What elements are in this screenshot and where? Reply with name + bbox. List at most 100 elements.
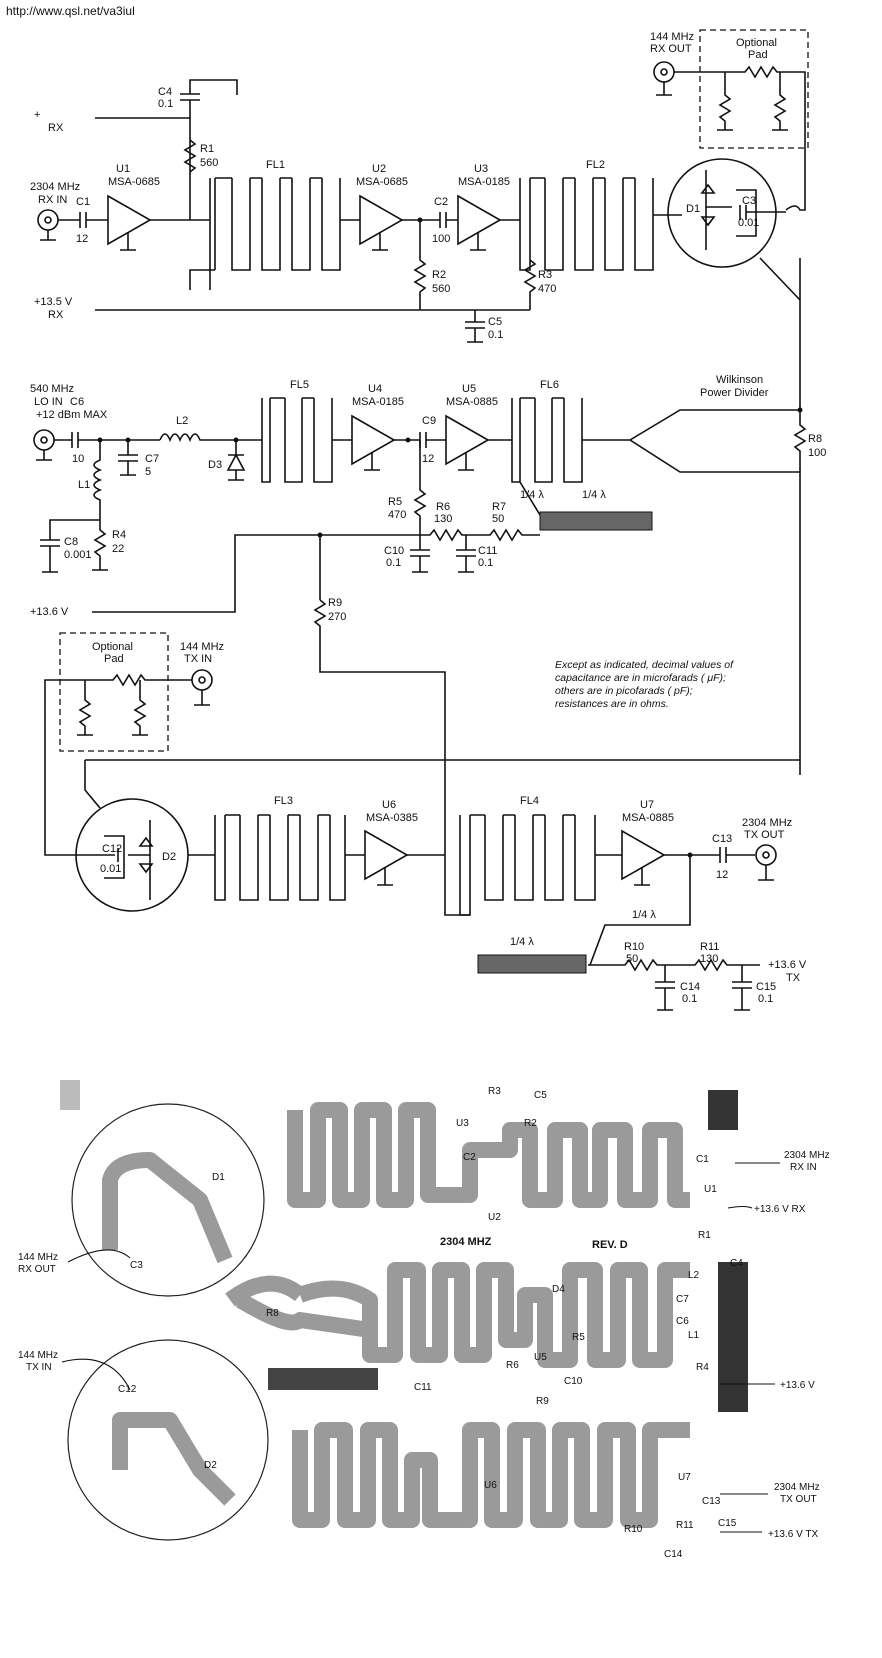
u2-amp-symbol [359, 194, 404, 246]
fl2-ref: FL2 [586, 159, 605, 171]
u1-amp-symbol [107, 194, 152, 246]
r11-ref: R11 [700, 941, 719, 953]
u6-part: MSA-0385 [366, 812, 418, 824]
svg-text:D2: D2 [204, 1460, 217, 1471]
rx-mixer-circle [667, 158, 777, 268]
lo-in-connector [33, 429, 55, 451]
svg-text:R3: R3 [488, 1086, 501, 1097]
svg-text:R9: R9 [536, 1396, 549, 1407]
svg-text:U3: U3 [456, 1118, 469, 1129]
tx-in-freq: 144 MHz [180, 641, 224, 653]
r5-ref: R5 [388, 496, 402, 508]
svg-text:C10: C10 [564, 1376, 583, 1387]
u1-bias-wire [189, 178, 210, 290]
svg-text:C6: C6 [676, 1316, 689, 1327]
r5-val: 470 [388, 509, 406, 521]
svg-text:L1: L1 [688, 1330, 700, 1341]
pcb-board-text-2: REV. D [592, 1239, 628, 1251]
rx-supply-mid-label-2: RX [48, 309, 64, 321]
rx-pad-resistors [674, 65, 788, 131]
r5-r6-r7 [413, 440, 540, 542]
c14-val: 0.1 [682, 993, 697, 1005]
c4-ref: C4 [158, 86, 172, 98]
c7-ref: C7 [145, 453, 159, 465]
tx-pad-title: Optional [92, 641, 133, 653]
c6-ref: C6 [70, 396, 84, 408]
u3-part: MSA-0185 [458, 176, 510, 188]
lo-qw-label-2: 1/4 λ [582, 489, 606, 501]
rx-supply-top-label-2: RX [48, 122, 64, 134]
r4-val: 22 [112, 543, 124, 555]
rx-out-freq: 144 MHz [650, 31, 694, 43]
c15-ref: C15 [756, 981, 776, 993]
tx-optional-pad-box [59, 632, 169, 752]
u4-ref: U4 [368, 383, 382, 395]
pcb-rx-supply-label: +13.6 V RX [754, 1204, 806, 1215]
r4-ref: R4 [112, 529, 126, 541]
rx-pad-title-2: Pad [748, 49, 768, 61]
l1-inductor [93, 440, 103, 520]
c2-val: 100 [432, 233, 450, 245]
svg-text:C14: C14 [664, 1549, 683, 1560]
r2-val: 560 [432, 283, 450, 295]
d2-diodes [75, 820, 154, 900]
r6-ref: R6 [436, 501, 450, 513]
pcb-rx-in-label: RX IN [790, 1162, 817, 1173]
pcb-rx-filters [287, 1102, 690, 1208]
svg-text:R5: R5 [572, 1332, 585, 1343]
rx-supply-top-label: + [34, 109, 40, 121]
u6-ref: U6 [382, 799, 396, 811]
c8-val: 0.001 [64, 549, 92, 561]
u4-amp-symbol [351, 414, 396, 466]
lo-quarter-wave-stub [539, 511, 653, 531]
r8-val: 100 [808, 447, 826, 459]
svg-text:R2: R2 [524, 1118, 537, 1129]
r11-val: 130 [700, 953, 718, 965]
tx-quarter-wave-stub [477, 954, 587, 974]
c10-ref: C10 [384, 545, 404, 557]
c14-ref: C14 [680, 981, 700, 993]
svg-text:R4: R4 [696, 1362, 709, 1373]
r1-val: 560 [200, 157, 218, 169]
source-url: http://www.qsl.net/va3iul [6, 4, 135, 18]
tx-out-freq: 2304 MHz [742, 817, 792, 829]
c9-val: 12 [422, 453, 434, 465]
svg-text:C12: C12 [118, 1384, 137, 1395]
lo-max: +12 dBm MAX [36, 409, 108, 421]
pcb-supply-label: +13.6 V [780, 1380, 815, 1391]
svg-text:C5: C5 [534, 1090, 547, 1101]
rx-in-freq: 2304 MHz [30, 181, 80, 193]
svg-text:C15: C15 [718, 1518, 737, 1529]
note-line-1: Except as indicated, decimal values of [555, 659, 734, 671]
tx-bias-network [588, 855, 760, 972]
c14-symbol [655, 965, 675, 1011]
c7-symbol [118, 440, 138, 476]
fl4-ref: FL4 [520, 795, 539, 807]
u2-part: MSA-0685 [356, 176, 408, 188]
svg-text:R1: R1 [698, 1230, 711, 1241]
tx-in-label: TX IN [184, 653, 212, 665]
fl4-filter [459, 814, 596, 916]
tx-in-connector [191, 669, 213, 691]
pcb-rx-out-freq: 144 MHz [18, 1252, 58, 1263]
pcb-tx-out-label: TX OUT [780, 1494, 817, 1505]
tx-supply-label: +13.6 V [768, 959, 807, 971]
c11-ref: C11 [478, 545, 497, 557]
c15-symbol [732, 965, 752, 1011]
r8-ref: R8 [808, 433, 822, 445]
svg-text:U1: U1 [704, 1184, 717, 1195]
svg-text:R11: R11 [676, 1520, 694, 1531]
rx-out-connector [653, 61, 675, 83]
c4-symbol [180, 79, 238, 118]
pcb-board-text-1: 2304 MHZ [440, 1236, 492, 1248]
d2-ref: D2 [162, 851, 176, 863]
u2-ref: U2 [372, 163, 386, 175]
u1-ref: U1 [116, 163, 130, 175]
svg-text:R10: R10 [624, 1524, 643, 1535]
u3-ref: U3 [474, 163, 488, 175]
c1-val: 12 [76, 233, 88, 245]
svg-text:C3: C3 [130, 1260, 143, 1271]
rx-pad-title: Optional [736, 37, 777, 49]
c1-symbol [58, 212, 108, 228]
c10-val: 0.1 [386, 557, 401, 569]
